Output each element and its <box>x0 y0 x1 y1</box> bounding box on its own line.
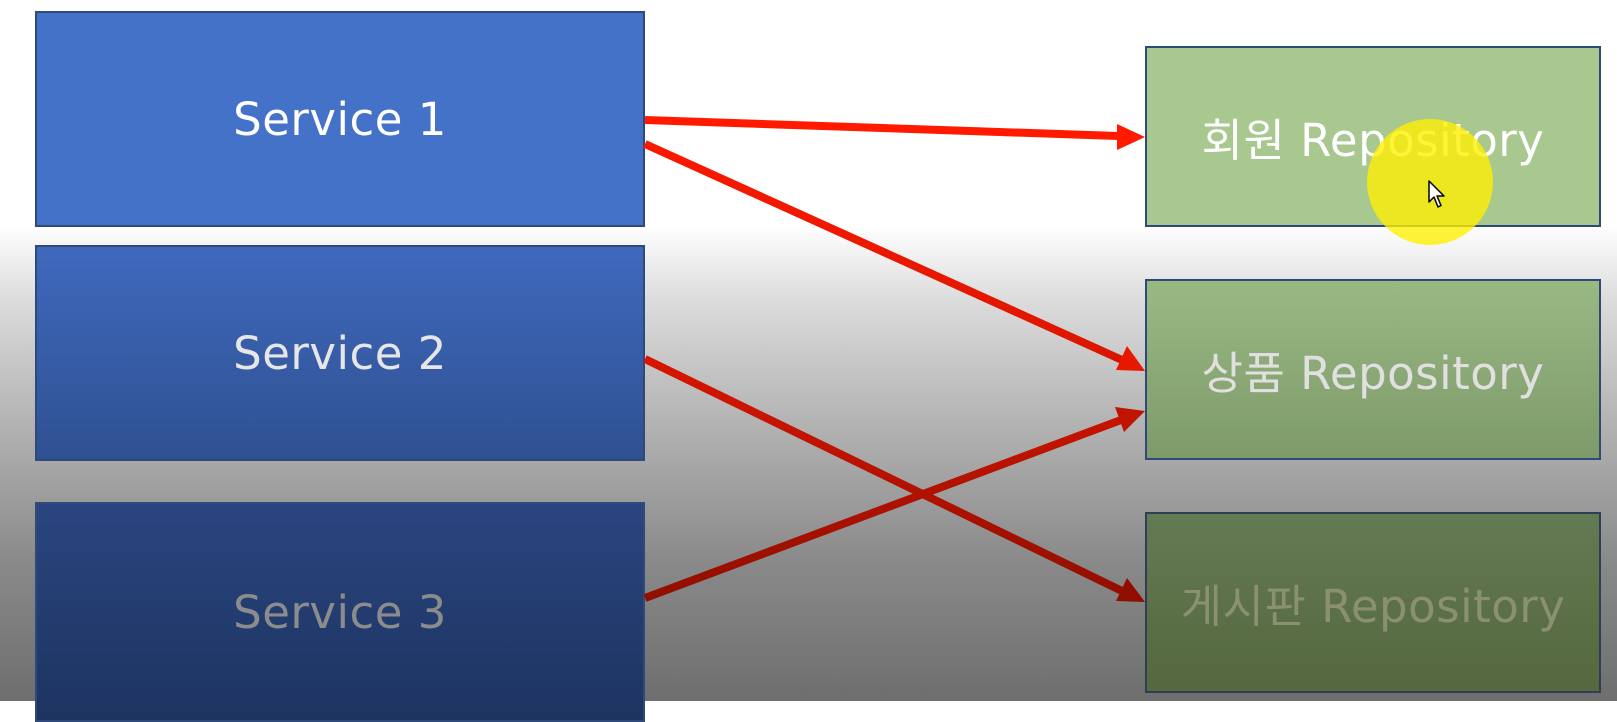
service-3-label: Service 3 <box>233 585 447 639</box>
member-repository-label: 회원 Repository <box>1201 114 1545 167</box>
member-repository-box: 회원 Repository <box>1145 46 1601 227</box>
diagram-slide: Service 1 Service 2 Service 3 회원 Reposit… <box>35 11 1601 722</box>
service-1-box: Service 1 <box>35 11 645 227</box>
service-2-label: Service 2 <box>233 326 447 380</box>
arrow-service1-to-member-repo <box>644 116 1145 150</box>
board-repository-box: 게시판 Repository <box>1145 512 1601 693</box>
service-3-box: Service 3 <box>35 502 645 722</box>
product-repository-label: 상품 Repository <box>1201 347 1545 400</box>
service-2-box: Service 2 <box>35 245 645 461</box>
arrow-service2-to-board-repo <box>643 355 1145 602</box>
service-1-label: Service 1 <box>233 92 447 146</box>
arrow-service1-to-product-repo <box>643 140 1145 371</box>
arrow-service3-to-product-repo <box>643 407 1145 602</box>
board-repository-label: 게시판 Repository <box>1180 580 1566 633</box>
product-repository-box: 상품 Repository <box>1145 279 1601 460</box>
